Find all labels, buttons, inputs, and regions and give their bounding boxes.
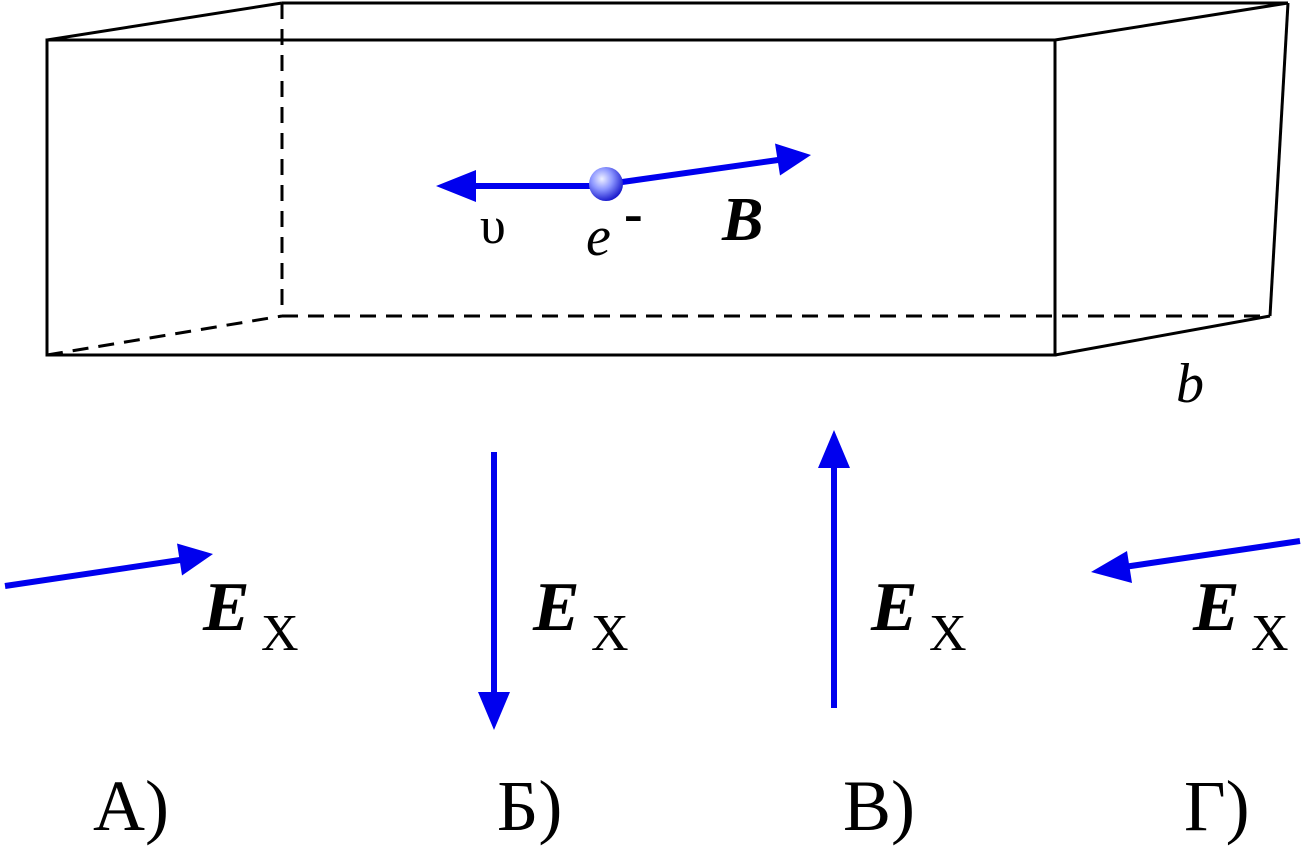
option-d-field-subscript: Х [1251,605,1289,662]
b-arrowhead [775,143,811,176]
electron-label: e [586,206,611,268]
option-d-field-symbol: E [1192,569,1240,646]
option-c-arrowhead [818,430,850,468]
option-a-field-subscript: Х [261,605,299,662]
box-hidden-edges [46,3,1270,357]
velocity-label: υ [480,198,506,255]
option-a-field-label: E Х [202,569,299,662]
option-a-arrowhead [177,543,213,576]
option-c-field-vector [818,430,850,708]
option-d-arrow-shaft [1123,538,1301,570]
option-d-arrowhead [1091,551,1132,583]
conductor-box [45,1,1290,357]
electron-symbol: e [586,206,611,268]
option-a-field-symbol: E [202,569,250,646]
b-arrow-shaft [607,157,779,187]
electron-particle [589,167,623,201]
option-c-field-label: E Х [870,569,967,662]
option-b-field-label: E Х [532,569,629,662]
option-b-field-symbol: E [532,569,580,646]
velocity-vector [436,170,600,202]
box-bottom-right-edge [1054,314,1271,357]
option-b-field-subscript: Х [591,605,629,662]
velocity-arrowhead [436,170,476,202]
option-a-letter: А) [93,766,169,846]
option-d-letter: Г) [1184,766,1250,846]
option-a-field-vector [4,543,213,589]
box-back-right-edge [1268,2,1290,317]
box-top-right-edge [1054,1,1289,42]
option-c-field-subscript: Х [929,605,967,662]
magnetic-field-vector [607,143,811,187]
box-top-left-edge [46,1,283,42]
option-b-letter: Б) [497,766,562,846]
option-d-field-label: E Х [1192,569,1289,662]
option-c-letter: В) [843,766,915,846]
electron-charge-label: - [624,183,643,245]
box-front-face [45,38,1057,357]
width-label: b [1176,353,1204,415]
option-b-field-vector [478,452,510,730]
option-a-arrow-shaft [4,557,181,589]
magnetic-field-label: B [721,186,763,254]
box-hidden-left-bottom-edge [46,314,283,357]
option-c-field-symbol: E [870,569,918,646]
option-b-arrowhead [478,692,510,730]
option-d-field-vector [1091,538,1301,583]
